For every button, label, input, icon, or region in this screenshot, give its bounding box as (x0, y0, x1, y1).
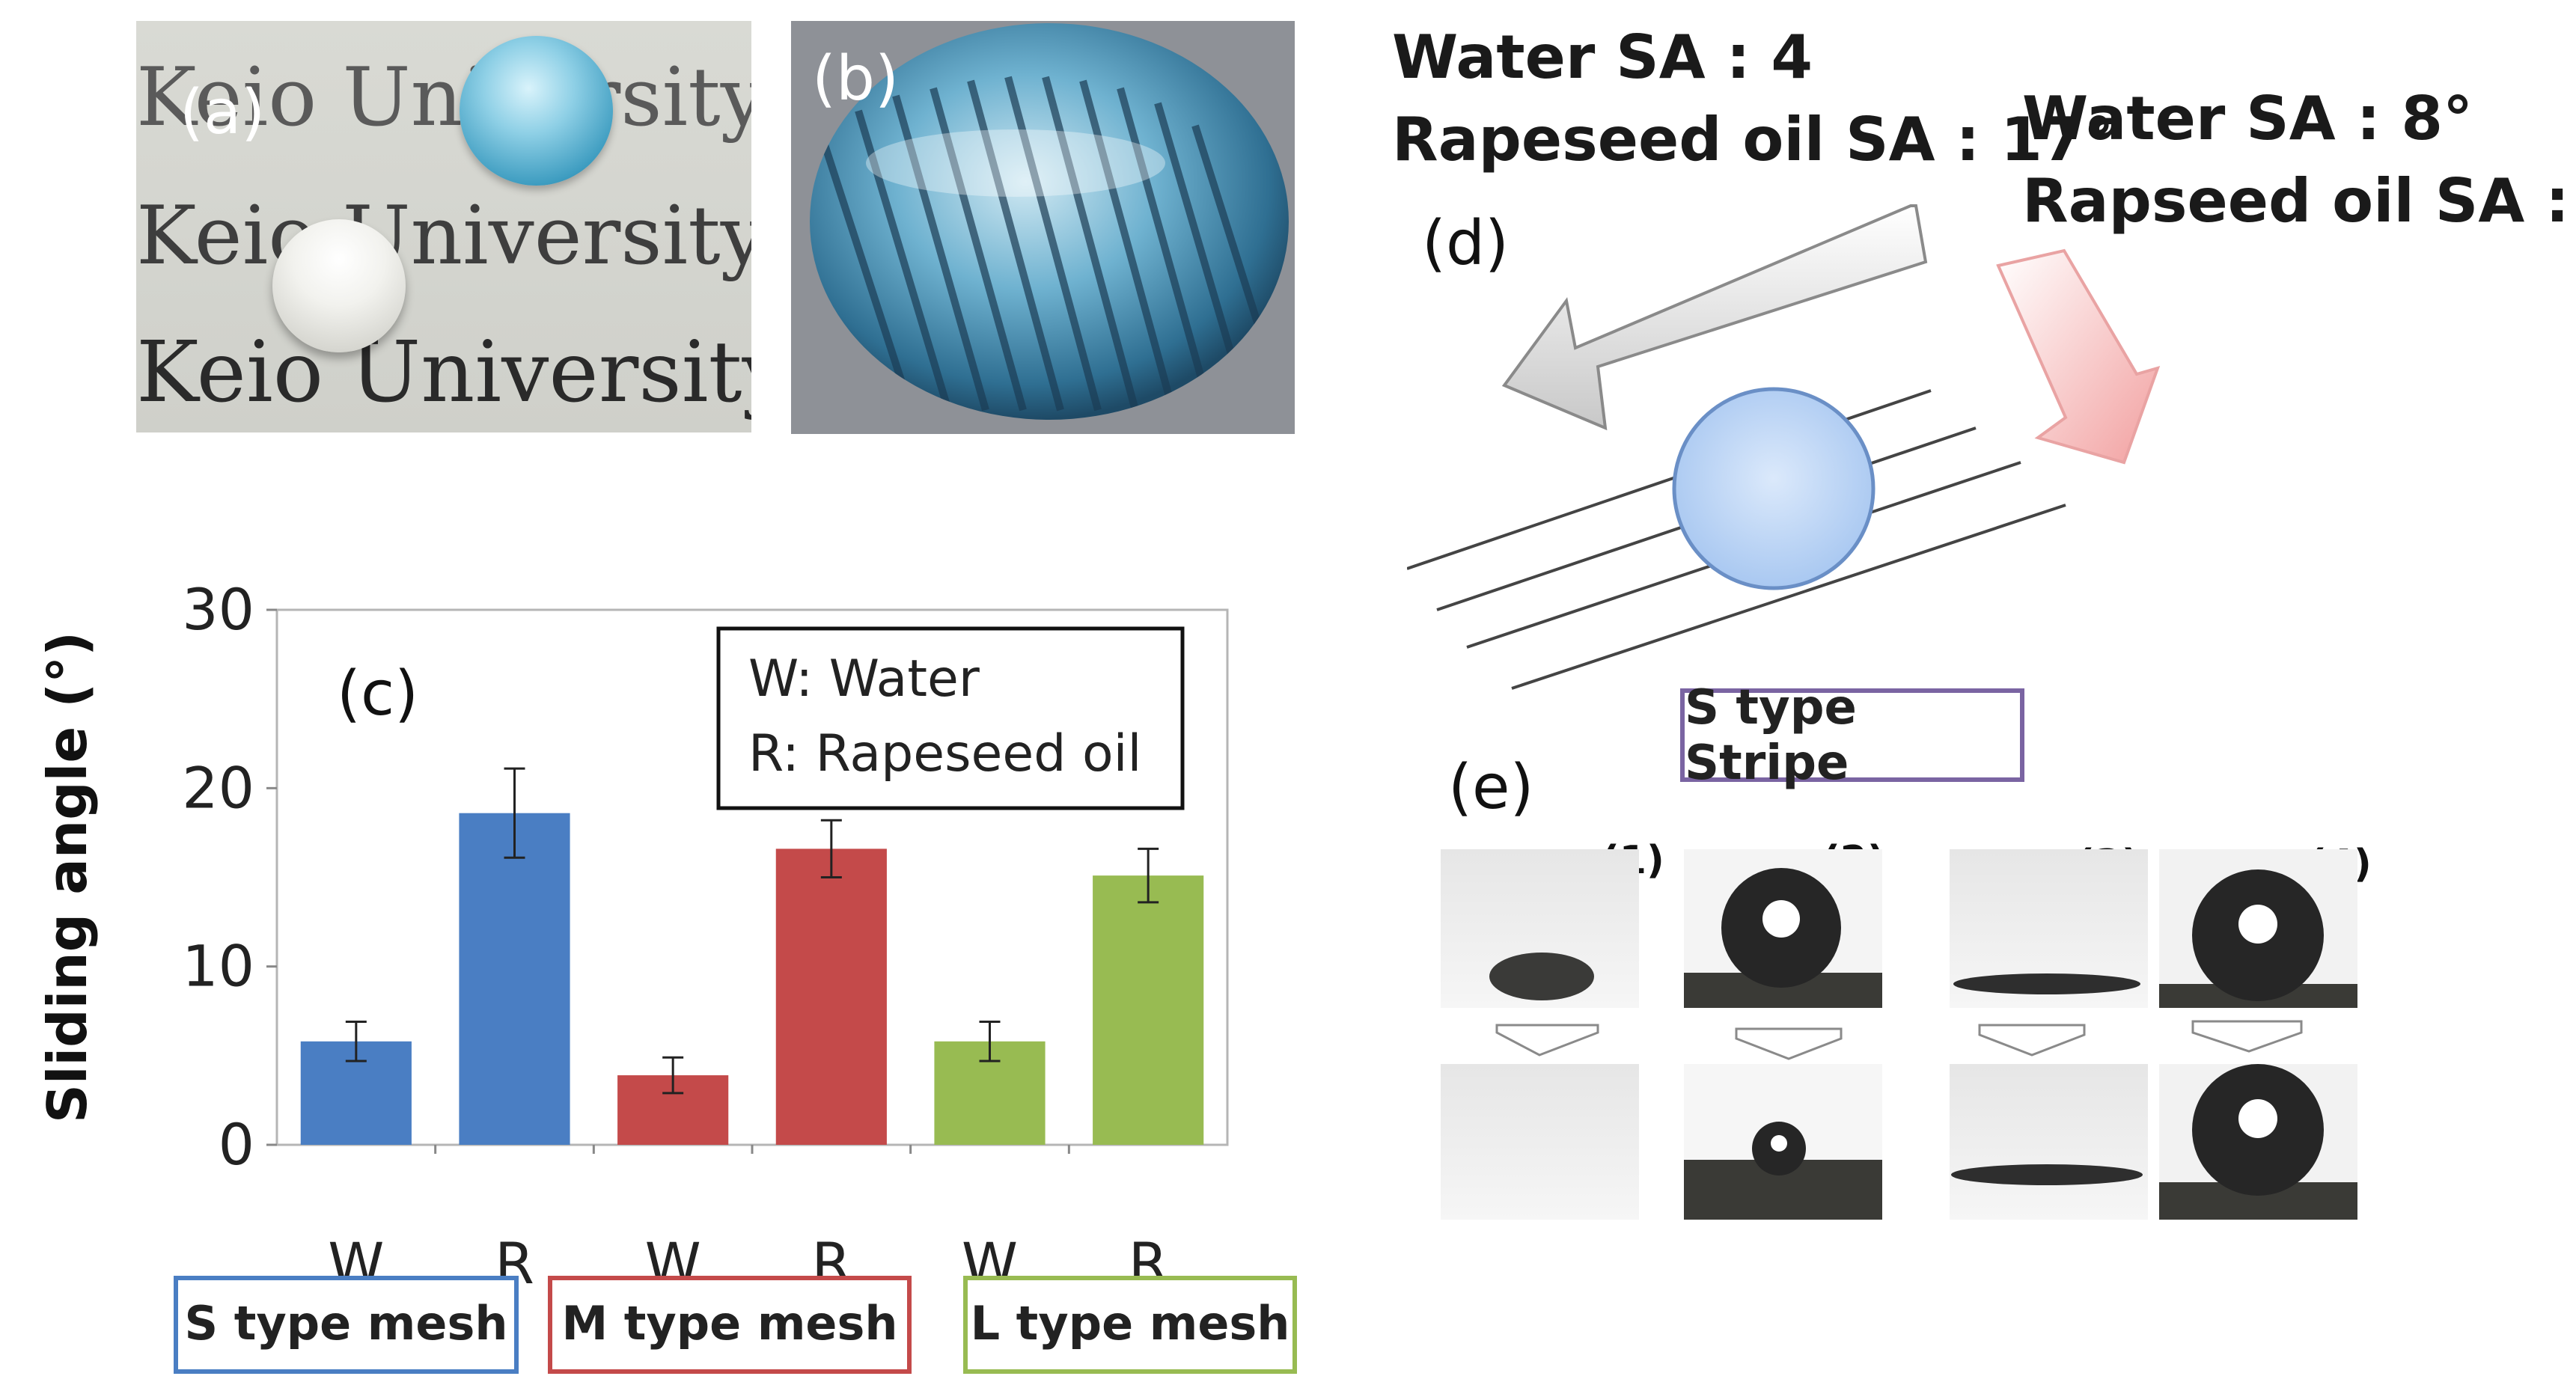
chevron-down-icon (1735, 1027, 1843, 1060)
gray-arrow (1501, 204, 1928, 431)
y-tick-label: 0 (219, 1111, 254, 1178)
stripe-type-box: S type Stripe (1680, 680, 2024, 791)
photo-e4-top (2159, 849, 2357, 1008)
photo-e4-bottom (2159, 1064, 2357, 1220)
chevron-down-icon (1978, 1024, 2086, 1057)
group-label: S type mesh (184, 1296, 507, 1351)
y-tick-label: 10 (182, 933, 254, 1000)
bar (1093, 875, 1204, 1145)
panel-a-label: (a) (180, 77, 266, 148)
contact-angle-photos (1441, 849, 2357, 1220)
photo-e2-bottom (1684, 1064, 1882, 1220)
chevron-down-icon (1495, 1024, 1599, 1057)
group-box (174, 1276, 519, 1374)
stripe-diagram (1407, 204, 2161, 690)
panel-c-label: (c) (337, 658, 418, 730)
photo-e2-top (1684, 849, 1882, 1008)
photo-a-text-line-2: Keio University (136, 189, 751, 283)
panel-d-label: (d) (1422, 208, 1510, 279)
photo-e3-bottom (1950, 1064, 2148, 1220)
panel-e-label: (e) (1448, 752, 1534, 823)
photo-a: Keio University Keio University Keio Uni… (136, 21, 751, 432)
photo-a-text-line-1: Keio University (136, 51, 751, 144)
panel-d-left-line-1: Water SA : 4 (1392, 22, 1813, 92)
photo-e1-top (1441, 849, 1639, 1008)
water-droplet (460, 36, 613, 186)
y-axis-label: Sliding angle (°) (36, 632, 99, 1123)
photo-b: (b) (791, 21, 1295, 434)
legend-box (716, 626, 1185, 810)
stripe-type-label: S type Stripe (1685, 679, 1857, 791)
panel-b-label: (b) (812, 43, 900, 114)
panel-d-right-line-1: Water SA : 8° (2022, 84, 2473, 153)
chevron-arrows (1495, 1020, 2303, 1060)
photo-b-droplet (791, 21, 1295, 434)
photo-a-text-line-3: Keio University (136, 324, 751, 421)
photo-e1-bottom (1441, 1064, 1639, 1220)
y-tick-label: 20 (182, 754, 254, 821)
legend-entry: W: Water (748, 649, 980, 709)
group-label: L type mesh (971, 1296, 1290, 1351)
group-label: M type mesh (561, 1296, 897, 1351)
oil-droplet (272, 219, 406, 352)
bar (459, 813, 570, 1145)
chevron-down-icon (2191, 1020, 2303, 1053)
legend-entry: R: Rapeseed oil (748, 724, 1141, 783)
panel-d-right-line-2: Rapseed oil SA : 25° (2022, 166, 2576, 236)
panel-d-left-line-2: Rapeseed oil SA : 17° (1392, 105, 2114, 174)
group-box (548, 1276, 912, 1374)
photo-e3-top (1950, 849, 2148, 1008)
bar (775, 849, 887, 1145)
pink-arrow (1996, 248, 2161, 465)
group-box (963, 1276, 1297, 1374)
droplet-circle (1672, 387, 1875, 590)
y-tick-label: 30 (182, 576, 254, 643)
